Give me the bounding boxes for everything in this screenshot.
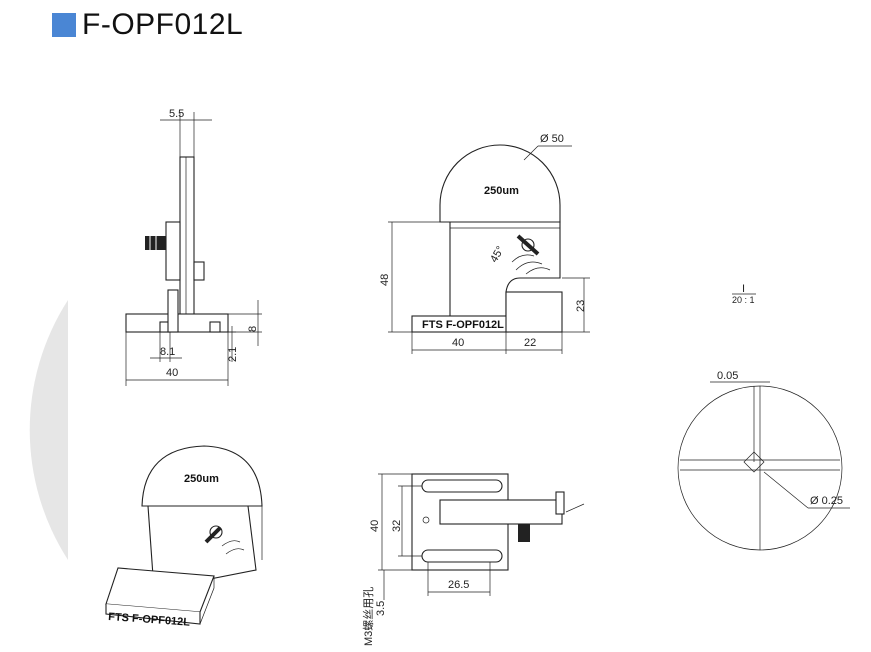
iso-base-label: FTS F-OPF012L <box>108 611 191 629</box>
iso-view: 250um FTS F-OPF012L <box>105 445 263 629</box>
side-plate <box>179 156 195 323</box>
top-knob <box>518 524 530 542</box>
top-view: 40 32 26.5 3.5 M3螺丝用孔 <box>362 473 585 646</box>
scale-note: I 20 : 1 <box>732 283 756 305</box>
dim-top-height: 40 <box>369 520 381 532</box>
watermark-arc <box>29 300 68 560</box>
top-slot-upper <box>421 479 503 493</box>
page-title: F-OPF012L <box>82 8 244 41</box>
dim-top-width: 5.5 <box>169 108 184 120</box>
dim-dial-diameter: Ø 50 <box>540 133 564 145</box>
title-marker-icon <box>52 13 76 37</box>
scale-ratio: 20 : 1 <box>732 295 755 305</box>
dim-base-width: 40 <box>166 367 178 379</box>
side-view: 5.5 8 8.1 2.1 40 <box>125 108 262 386</box>
dim-front-height: 48 <box>379 274 391 286</box>
dim-top-slot: 26.5 <box>448 579 469 591</box>
iso-body <box>147 505 257 591</box>
front-base-label: FTS F-OPF012L <box>422 319 504 331</box>
dim-top-hole: 3.5 <box>375 601 387 616</box>
header: F-OPF012L <box>52 8 243 42</box>
top-arm <box>439 499 563 525</box>
dim-front-width-right: 22 <box>524 337 536 349</box>
dim-front-step: 23 <box>575 300 587 312</box>
scale-marker: I <box>742 283 745 295</box>
dim-offset: 8.1 <box>160 346 175 358</box>
iso-dial-label: 250um <box>184 473 219 485</box>
top-hole-note: M3螺丝用孔 <box>362 587 375 646</box>
dim-top-inner: 32 <box>391 520 403 532</box>
dim-front-width-left: 40 <box>452 337 464 349</box>
dim-detail-diameter: Ø 0.25 <box>810 495 843 507</box>
top-slot-lower <box>421 549 503 563</box>
front-dial <box>439 144 561 223</box>
iso-dial <box>141 445 263 507</box>
side-mount-block <box>165 221 181 281</box>
front-dial-label: 250um <box>484 185 519 197</box>
dim-base-height: 8 <box>247 326 259 332</box>
detail-view: Ø 0.25 0.05 <box>677 370 850 551</box>
dim-low: 2.1 <box>227 347 239 362</box>
dim-detail-gap: 0.05 <box>717 370 738 382</box>
front-view: 250um 45° FTS F-OPF012L Ø 50 48 23 40 22 <box>379 133 590 354</box>
